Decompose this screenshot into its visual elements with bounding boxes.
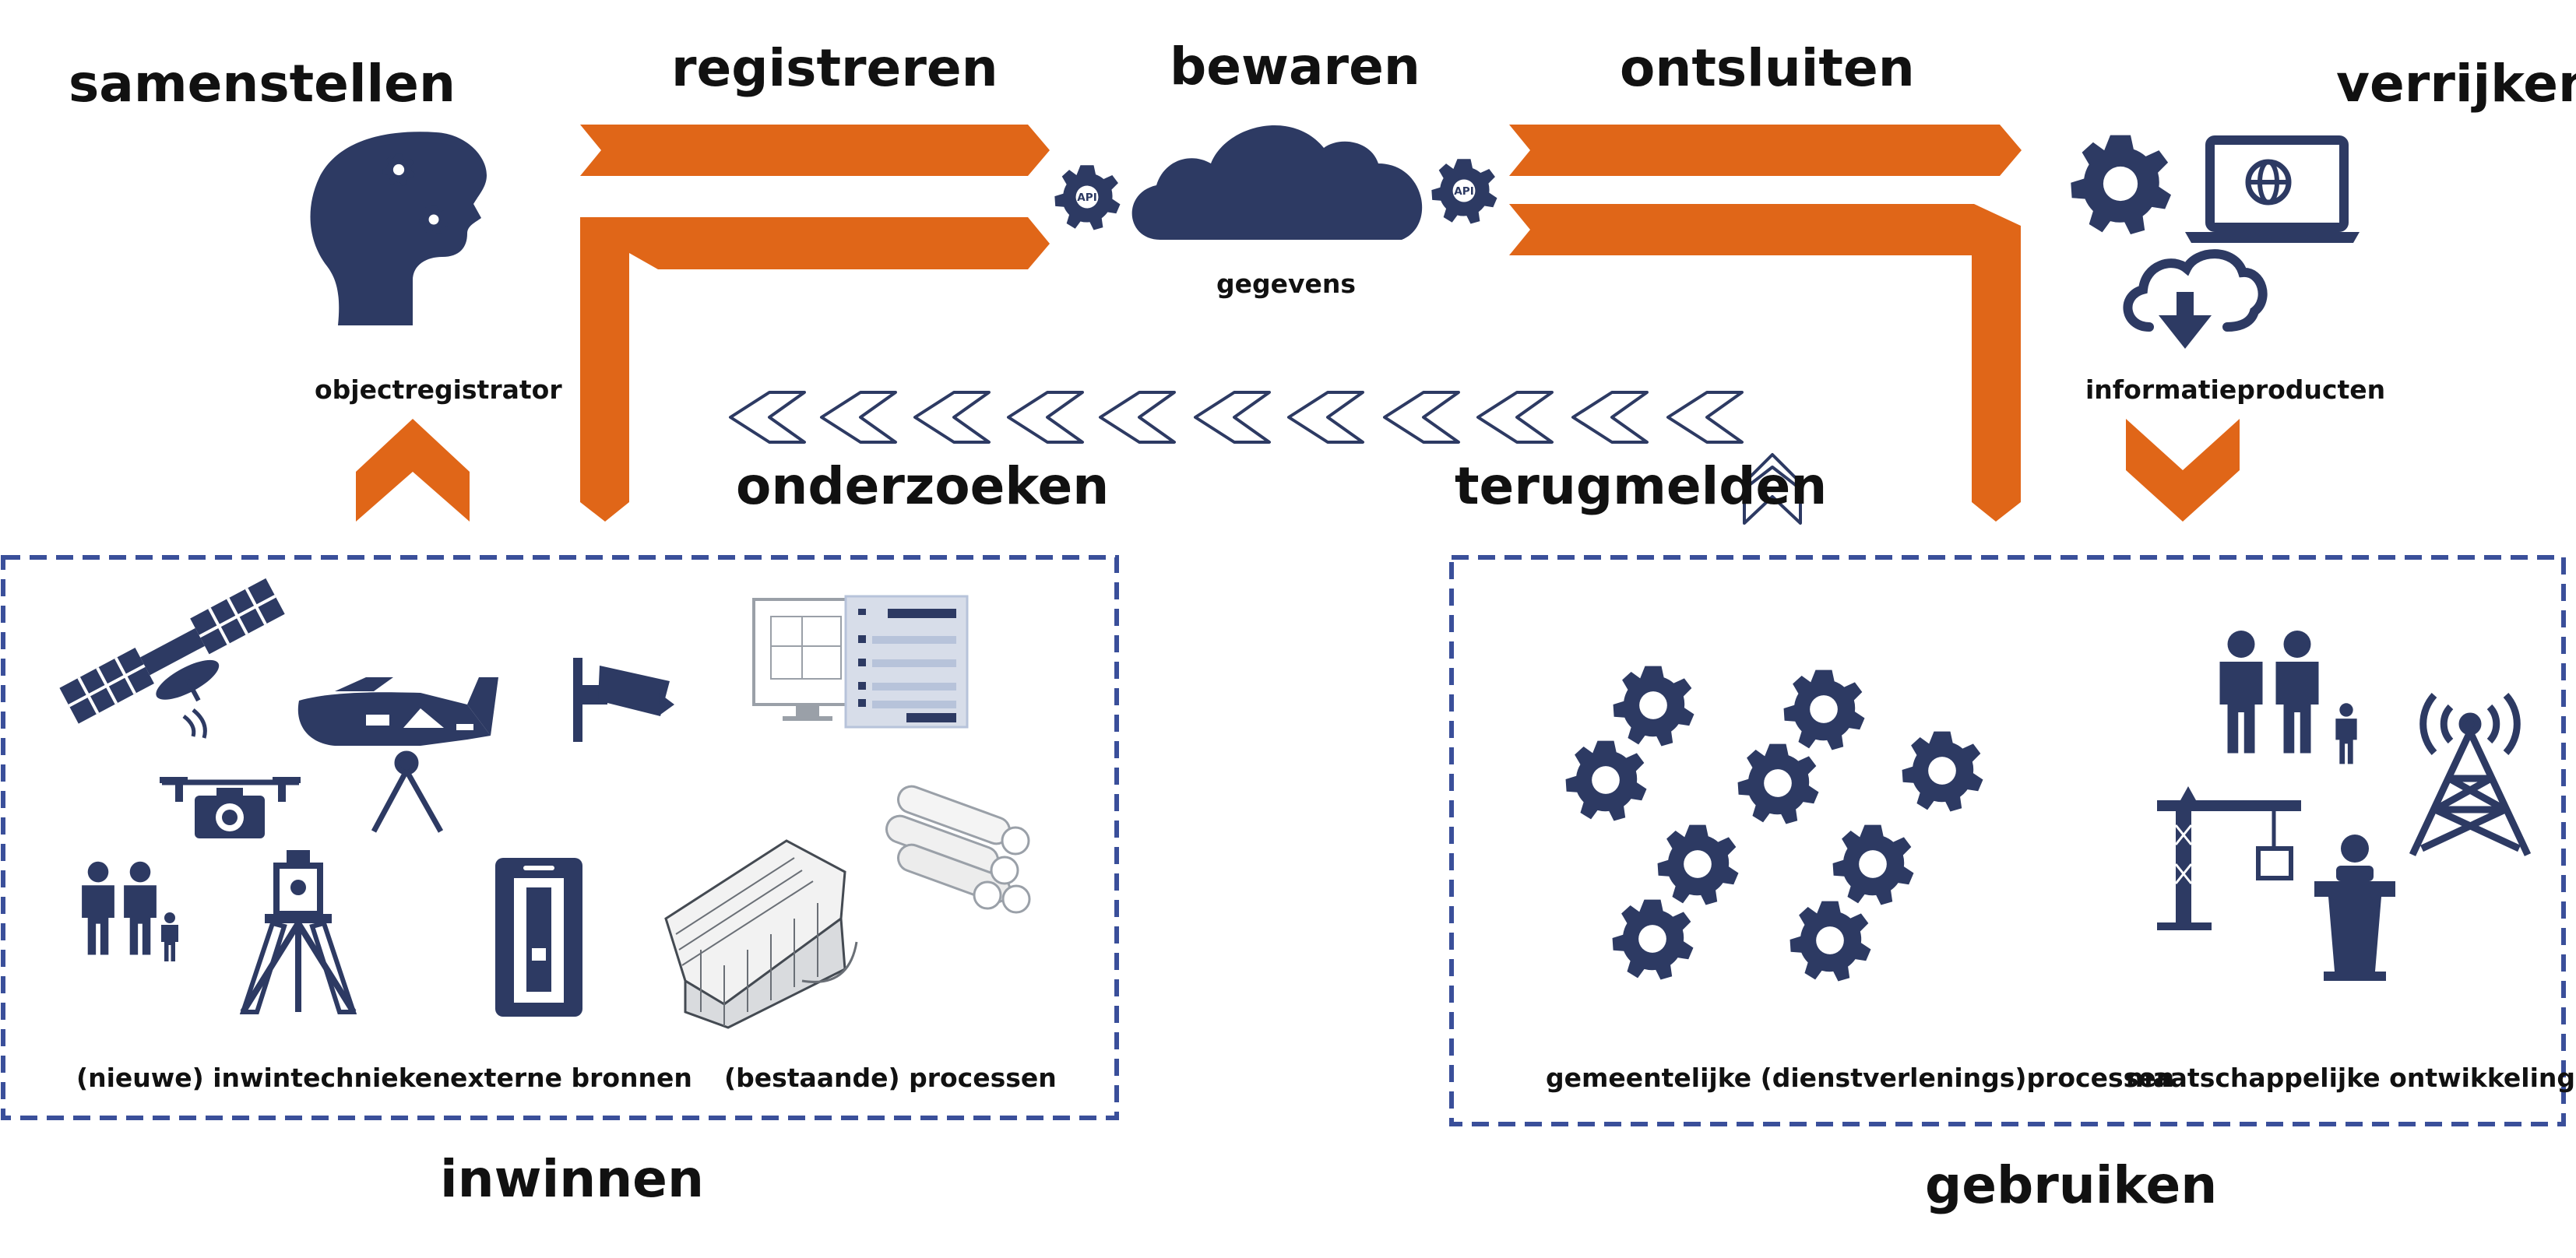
stage-label-verrijken: verrijken — [2336, 54, 2576, 114]
family-icon — [2219, 631, 2357, 764]
svg-text:API: API — [1454, 185, 1474, 198]
drone-camera-icon — [160, 777, 301, 838]
survey-tripod-icon — [239, 850, 357, 1014]
registreren-arrow-top — [580, 125, 1050, 176]
label-inwintechnieken: (nieuwe) inwintechnieken — [76, 1063, 451, 1093]
satellite-signal-icon — [182, 708, 207, 739]
satellite-icon — [59, 578, 285, 724]
radio-tower-icon — [2409, 692, 2532, 856]
laptop-globe-icon — [2185, 135, 2360, 243]
cloud-download-icon — [2123, 249, 2268, 349]
stage-label-ontsluiten: ontsluiten — [1620, 38, 1915, 98]
ontsluiten-arrow-bottom — [1509, 204, 2021, 522]
cloud-icon — [1131, 125, 1423, 240]
stage-label-gebruiken: gebruiken — [1925, 1155, 2217, 1215]
stage-label-registreren: registreren — [671, 38, 998, 98]
label-gemeentelijke-processen: gemeentelijke (dienstverlenings)processe… — [1546, 1063, 2174, 1093]
label-objectregistrator: objectregistrator — [315, 374, 562, 405]
label-gegevens: gegevens — [1216, 269, 1356, 299]
api-gear-icon: API — [1431, 159, 1497, 224]
stage-label-bewaren: bewaren — [1170, 37, 1420, 97]
svg-text:API: API — [1077, 192, 1097, 204]
building-model-icon — [664, 839, 858, 1029]
api-gear-icon: API — [1054, 165, 1121, 230]
registreren-arrow-bottom — [580, 217, 1050, 522]
stage-label-samenstellen: samenstellen — [69, 54, 456, 114]
gebruiken-box — [1449, 555, 2566, 1126]
verrijken-down-arrow — [2126, 419, 2240, 522]
label-externe-bronnen: externe bronnen — [450, 1063, 692, 1093]
airplane-icon — [297, 677, 498, 746]
gear-icon — [2071, 135, 2171, 234]
samenstellen-up-arrow — [356, 419, 470, 522]
stage-label-onderzoeken: onderzoeken — [736, 456, 1109, 516]
family-icon — [82, 861, 178, 961]
stage-label-terugmelden: terugmelden — [1455, 456, 1827, 516]
head-gears-icon — [310, 132, 487, 325]
survey-tripod-icon — [371, 750, 444, 833]
onderzoeken-chevrons — [729, 391, 1744, 444]
label-maatschappelijke-ontwikkelingen: maatschappelijke ontwikkelingen — [2126, 1063, 2576, 1093]
label-processen: (bestaande) processen — [724, 1063, 1057, 1093]
gears-cluster — [1565, 666, 1983, 982]
stage-label-inwinnen: inwinnen — [440, 1149, 704, 1209]
terugmelden-up-chevron-icon — [1743, 453, 1802, 525]
podium-speaker-icon — [2314, 835, 2395, 981]
inwinnen-box — [1, 555, 1119, 1120]
crane-icon — [2157, 786, 2301, 930]
smartphone-icon — [495, 858, 582, 1017]
label-informatieproducten: informatieproducten — [2085, 374, 2385, 405]
form-screen-icon — [752, 595, 969, 729]
ontsluiten-arrow-top — [1509, 125, 2022, 176]
blueprint-rolls-icon — [885, 785, 1031, 914]
cctv-camera-icon — [573, 658, 674, 742]
